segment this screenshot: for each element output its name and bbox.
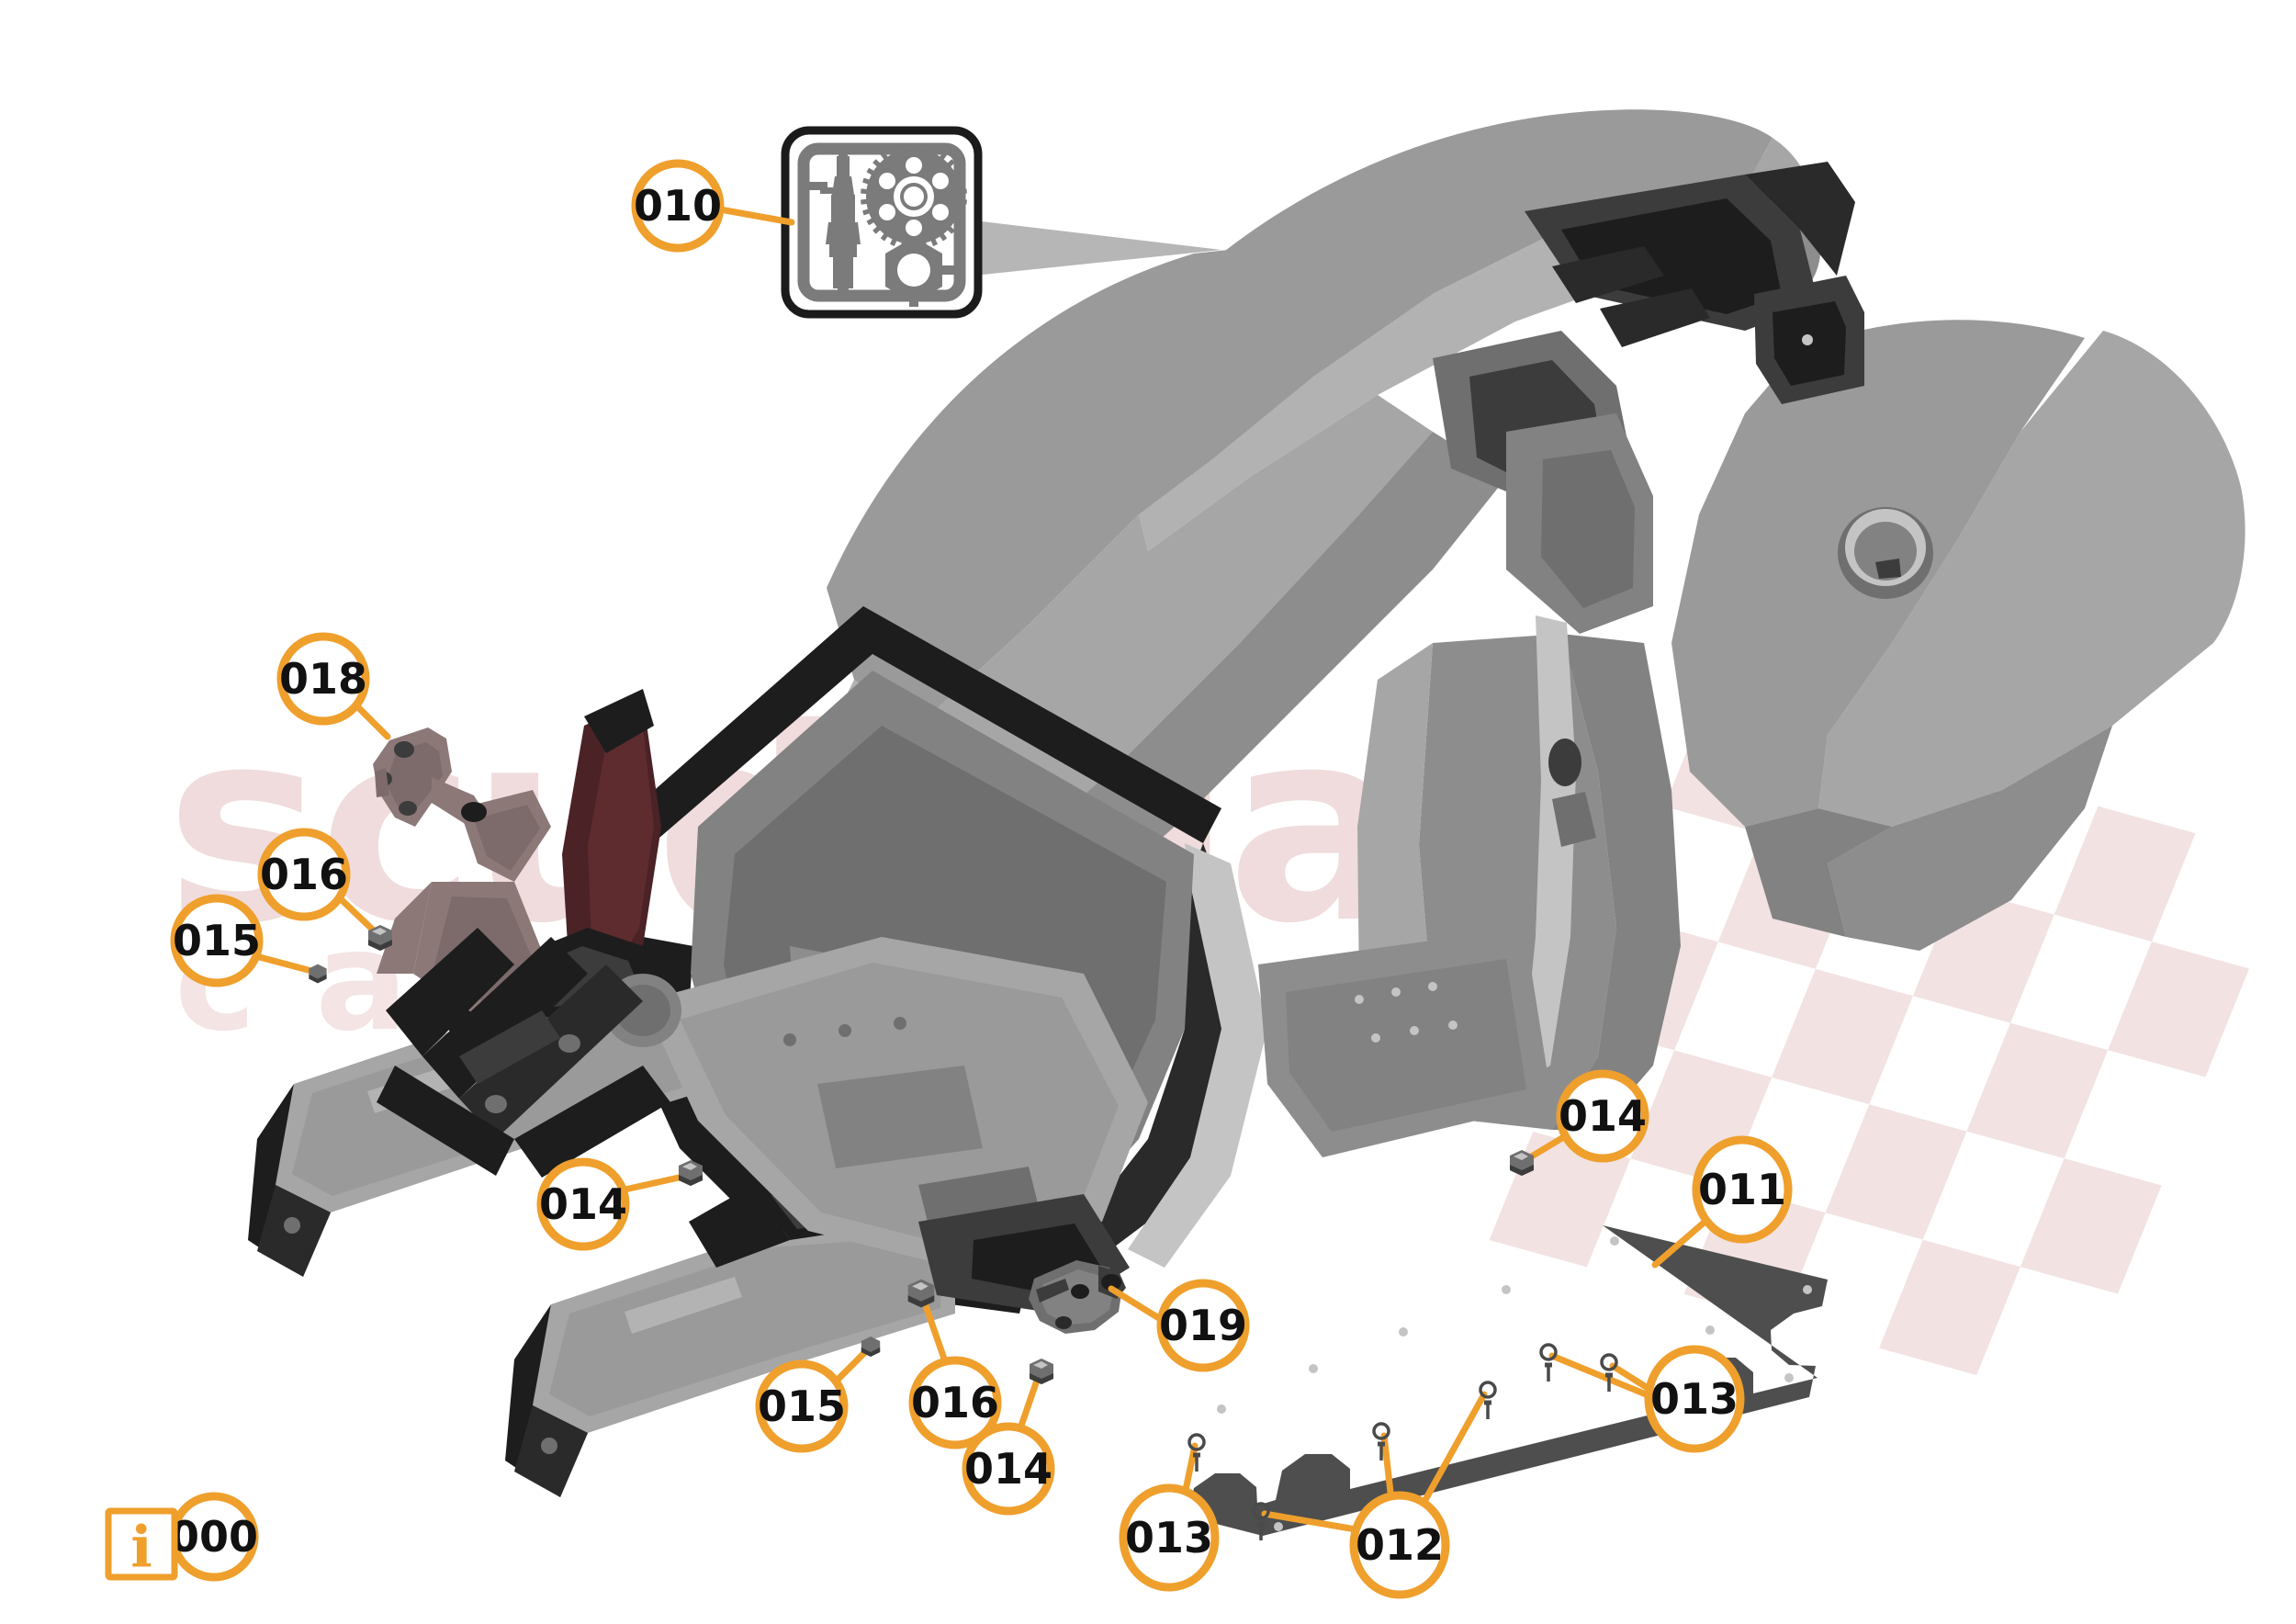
callout-015-left-label: 015 [173, 916, 261, 965]
rear-subframe [1433, 162, 1864, 634]
callout-018-label: 018 [279, 654, 367, 704]
leader-016-mid [919, 1294, 949, 1365]
leader-010 [716, 206, 795, 226]
callout-000-label: 000 [170, 1512, 258, 1562]
floor-bulkhead [1258, 928, 1552, 1157]
callout-019-label: 019 [1159, 1301, 1247, 1350]
fastener-014-mid [1030, 1359, 1053, 1384]
leader-013-right-b [1548, 1352, 1654, 1400]
leader-012-c [1418, 1391, 1488, 1510]
callout-011-label: 011 [1698, 1165, 1786, 1214]
callout-014-mid-label: 014 [964, 1444, 1052, 1494]
callout-012-label: 012 [1356, 1520, 1444, 1570]
diagonal-brace [377, 928, 670, 1178]
callout-018[interactable]: 018 [276, 632, 370, 726]
callout-013-left-label: 013 [1125, 1513, 1213, 1562]
leader-019 [1108, 1285, 1165, 1324]
front-bulkhead [604, 937, 1148, 1314]
fastener-015-mid [861, 1336, 881, 1358]
hex-nut-icon [885, 237, 959, 307]
rear-quarter-panel [1671, 320, 2245, 951]
callout-014-left[interactable]: 014 [536, 1157, 630, 1251]
leader-018 [353, 702, 391, 740]
bracket-018 [373, 727, 487, 827]
callout-010-label: 010 [634, 181, 722, 231]
leader-016-left [333, 892, 381, 938]
info-glyph: i [130, 1514, 152, 1581]
leader-014-mid [1017, 1371, 1042, 1432]
callout-019[interactable]: 019 [1156, 1279, 1250, 1372]
fastener-016-mid [907, 1279, 935, 1308]
fastener-012-b [1372, 1422, 1390, 1460]
callout-013-right[interactable]: 013 [1644, 1345, 1745, 1453]
gear-icon [861, 143, 967, 250]
spark-plug-icon [820, 156, 861, 299]
fastener-013-r2 [1539, 1343, 1558, 1382]
callout-016-mid-label: 016 [911, 1378, 999, 1427]
callout-010[interactable]: 010 [631, 159, 725, 253]
leader-012-a [1261, 1510, 1365, 1534]
callout-016-left[interactable]: 016 [257, 828, 351, 921]
callout-015-mid[interactable]: 015 [755, 1359, 849, 1453]
callout-000[interactable]: 000 [169, 1492, 259, 1582]
callout-013-left[interactable]: 013 [1119, 1483, 1220, 1592]
info-box[interactable] [105, 1507, 178, 1581]
callout-015-mid-label: 015 [758, 1382, 846, 1431]
fastener-012-a [1252, 1502, 1270, 1540]
callout-014-right[interactable]: 014 [1556, 1069, 1649, 1163]
fastener-015-left [309, 964, 327, 984]
fastener-016-left [368, 925, 392, 951]
fastener-012-c [1479, 1381, 1497, 1419]
leader-015-left [249, 952, 319, 976]
leader-014-left [617, 1172, 691, 1194]
callout-014-right-label: 014 [1559, 1091, 1647, 1141]
callout-016-left-label: 016 [260, 850, 348, 899]
fastener-014-left [679, 1160, 703, 1186]
callout-015-left[interactable]: 015 [170, 894, 264, 987]
fastener-014-right [1510, 1150, 1534, 1176]
leader-011 [1651, 1214, 1713, 1269]
callout-013-right-label: 013 [1650, 1374, 1739, 1424]
icon-pointer-wedge [974, 220, 1221, 276]
fastener-013-r1 [1600, 1353, 1618, 1392]
callout-016-mid[interactable]: 016 [908, 1356, 1002, 1449]
leader-013-right-a [1609, 1362, 1654, 1393]
callout-014-left-label: 014 [539, 1179, 627, 1229]
callout-012[interactable]: 012 [1349, 1491, 1450, 1599]
callout-014-mid[interactable]: 014 [962, 1422, 1055, 1516]
leader-012-b [1380, 1432, 1395, 1504]
fastener-013-l1 [1187, 1433, 1206, 1472]
callout-011[interactable]: 011 [1692, 1135, 1793, 1244]
